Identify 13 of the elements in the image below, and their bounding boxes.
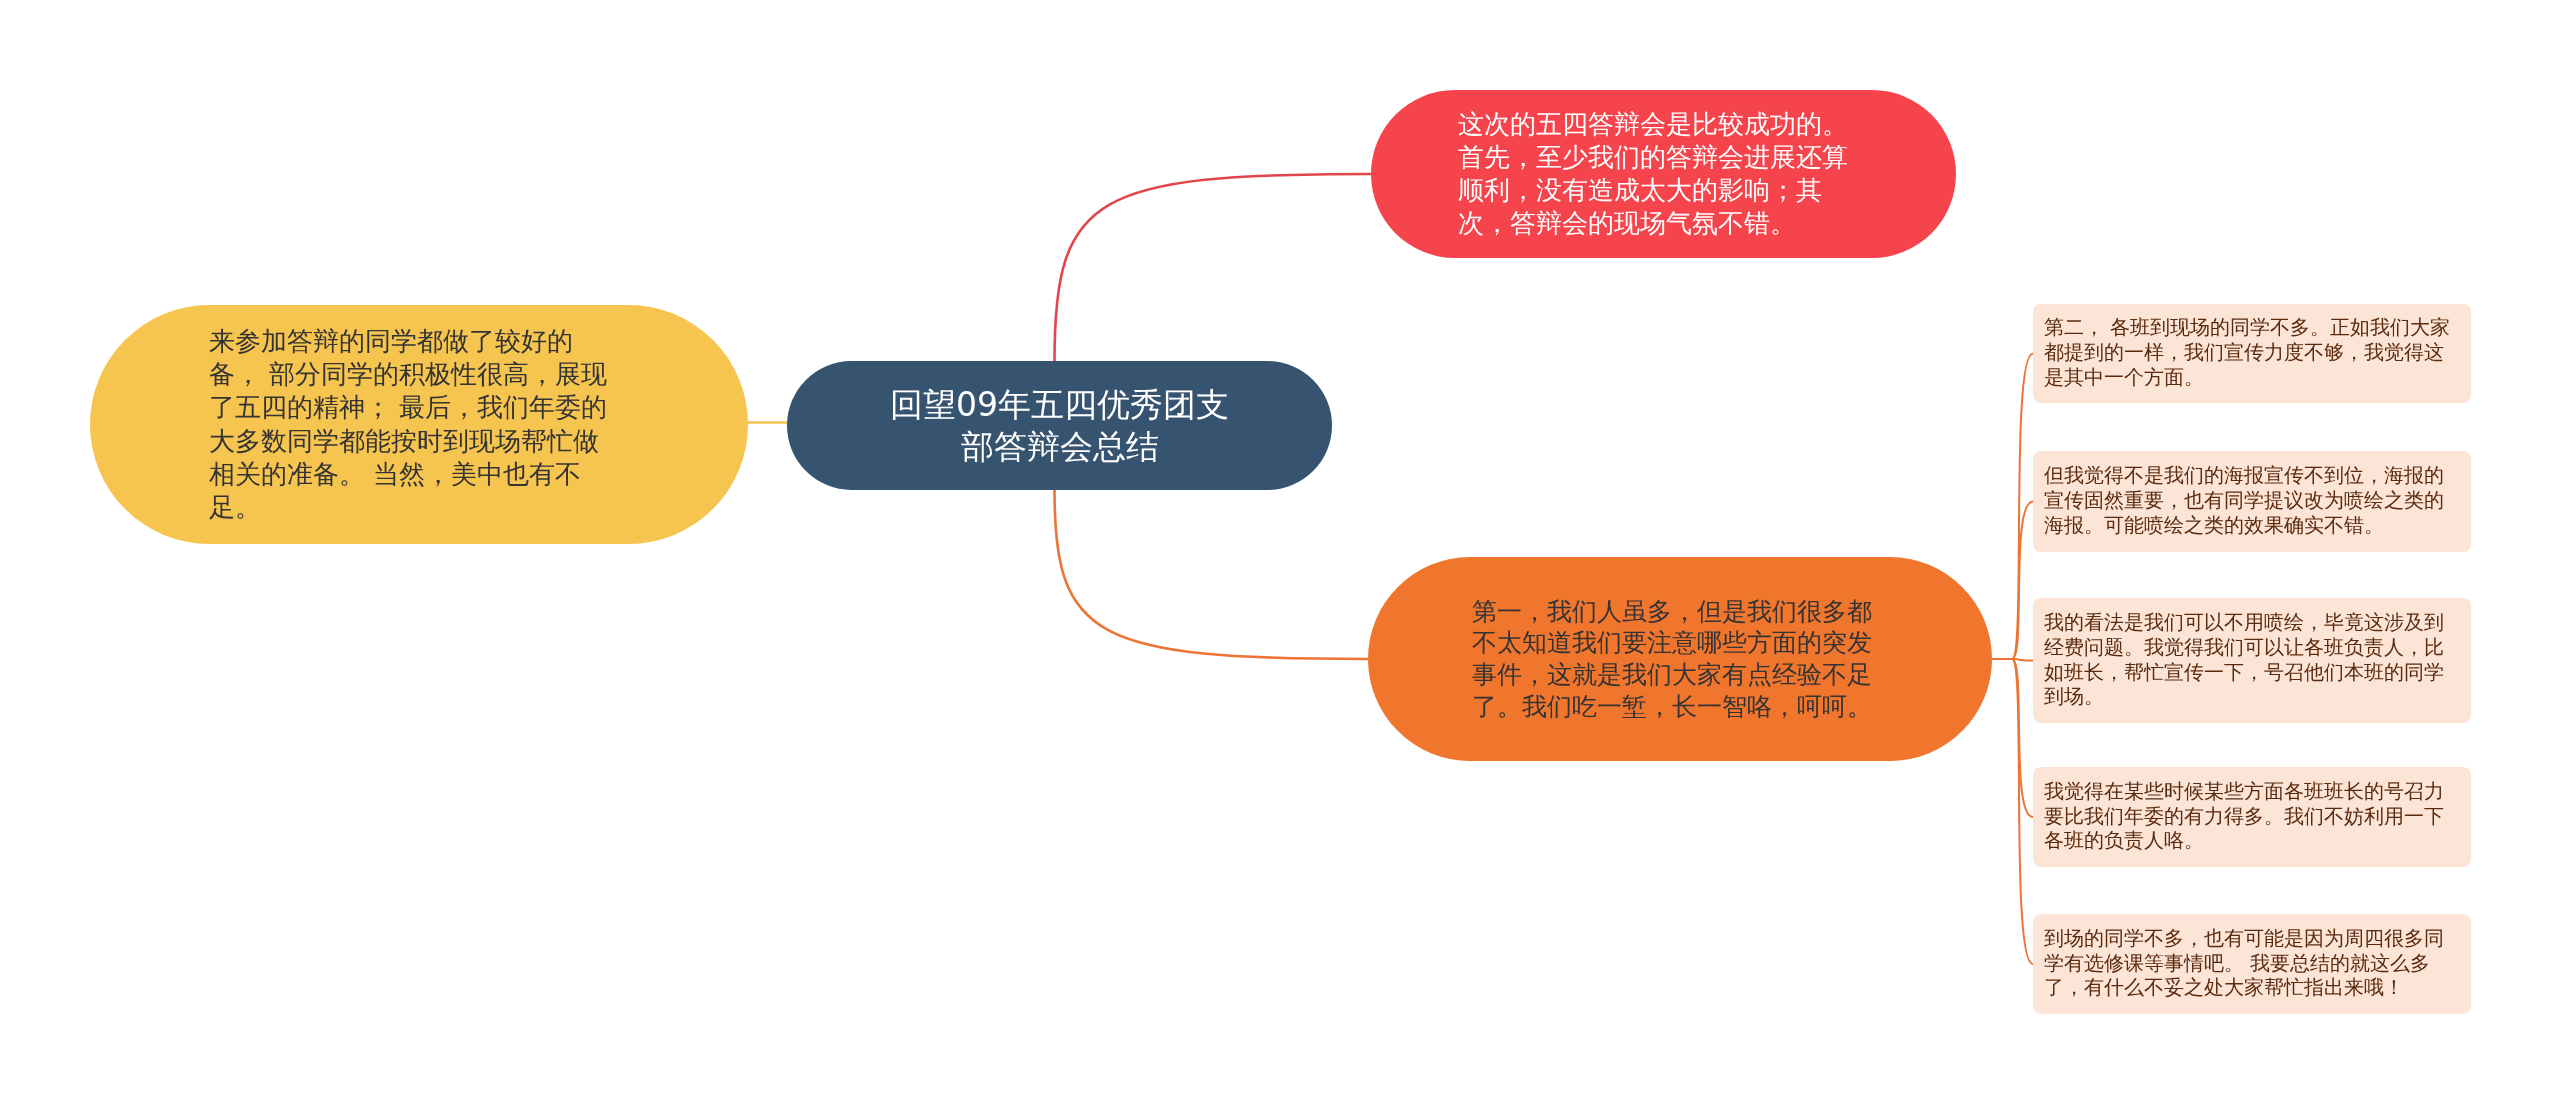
topic-bubble: 来参加答辩的同学都做了较好的备， 部分同学的积极性很高，展现了五四的精神； 最后，我们年委的大多数同学都能按时到现场帮忙做相关的准备。 当然，美中也有不足。 — [90, 305, 748, 544]
note-box: 到场的同学不多，也有可能是因为周四很多同学有选修课等事情吧。 我要总结的就这么多了，有什么不妥之处大家帮忙指出来哦！ — [2033, 914, 2471, 1014]
connector-line — [748, 421, 787, 424]
topic-bubble: 这次的五四答辩会是比较成功的。首先，至少我们的答辩会进展还算顺利，没有造成太大的影响；其次，答辩会的现场气氛不错。 — [1371, 90, 1956, 258]
note-box: 第二， 各班到现场的同学不多。正如我们大家都提到的一样，我们宣传力度不够，我觉得这是其中一个方面。 — [2033, 304, 2471, 403]
connector-line — [1053, 172, 1371, 362]
central-topic: 回望09年五四优秀团支部答辩会总结 — [787, 361, 1332, 490]
note-box: 我觉得在某些时候某些方面各班班长的号召力要比我们年委的有力得多。我们不妨利用一下各班的负责人咯。 — [2033, 767, 2471, 867]
connector-line — [1991, 658, 2034, 965]
note-box: 但我觉得不是我们的海报宣传不到位，海报的宣传固然重要，也有同学提议改为喷绘之类的海报。可能喷绘之类的效果确实不错。 — [2033, 451, 2471, 552]
topic-bubble: 第一，我们人虽多，但是我们很多都不太知道我们要注意哪些方面的突发事件，这就是我们大家有点经验不足了。我们吃一堑，长一智咯，呵呵。 — [1368, 557, 1992, 761]
note-box: 我的看法是我们可以不用喷绘，毕竟这涉及到经费问题。我觉得我们可以让各班负责人，比如班长，帮忙宣传一下，号召他们本班的同学到场。 — [2033, 598, 2471, 723]
connector-line — [1053, 489, 1368, 661]
